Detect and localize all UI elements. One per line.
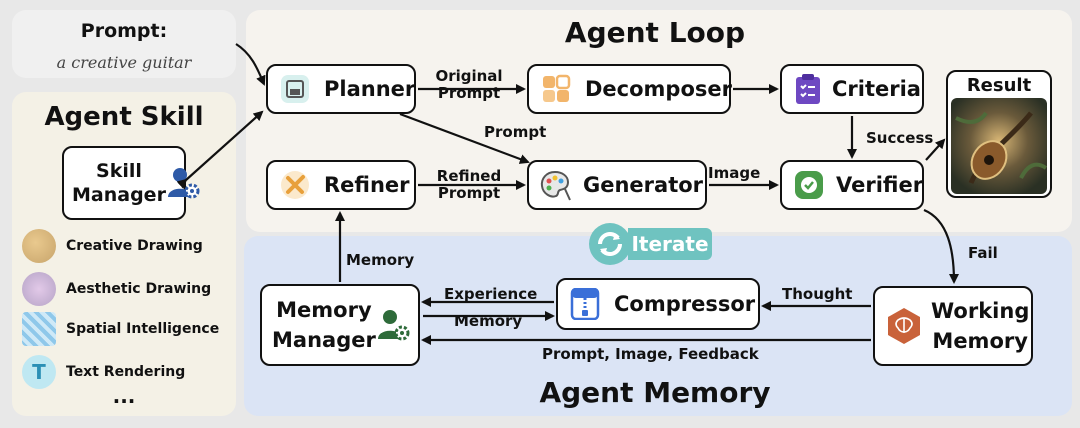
cube-thumb-icon: [22, 312, 56, 346]
skill-manager-label-2: Manager: [72, 184, 166, 206]
compressor-box[interactable]: Compressor: [556, 278, 760, 330]
iterate-badge: Iterate: [588, 222, 718, 266]
compressor-label: Compressor: [614, 292, 756, 316]
arrow-skill-planner: [176, 110, 264, 190]
criteria-box[interactable]: Criteria: [780, 64, 924, 114]
criteria-label: Criteria: [832, 77, 921, 101]
text-t-icon: T: [22, 355, 56, 389]
verifier-box[interactable]: Verifier: [780, 160, 924, 210]
refiner-box[interactable]: Refiner: [266, 160, 416, 210]
planner-label: Planner: [324, 77, 416, 101]
memory-manager-label-1: Memory: [276, 298, 372, 322]
edge-label-experience: Experience: [444, 285, 538, 303]
memory-manager-box[interactable]: Memory Manager: [260, 284, 420, 366]
skill-more: ...: [112, 384, 136, 408]
working-memory-box[interactable]: Working Memory: [873, 286, 1033, 366]
edge-label-fail: Fail: [968, 244, 998, 262]
check-icon: [795, 171, 823, 199]
brain-icon: [888, 308, 920, 344]
arrow-verifier-result: [925, 138, 946, 161]
generator-box[interactable]: Generator: [527, 160, 707, 210]
agent-loop-title: Agent Loop: [564, 16, 746, 49]
edge-label-image: Image: [708, 164, 761, 182]
edge-label-refined-prompt: Refined Prompt: [436, 167, 502, 202]
agent-memory-title: Agent Memory: [539, 376, 771, 409]
guitar-thumb-icon: [22, 229, 56, 263]
user-gear-icon: [377, 310, 410, 341]
cycle-icon: [589, 223, 631, 265]
decomposer-label: Decomposer: [585, 77, 732, 101]
result-box[interactable]: Result: [946, 70, 1052, 198]
working-memory-label-2: Memory: [932, 329, 1028, 353]
arrow-verifier-working: [923, 208, 959, 284]
generator-label: Generator: [583, 173, 704, 197]
planner-box[interactable]: Planner: [266, 64, 416, 114]
prompt-panel: [12, 10, 236, 78]
decomposer-box[interactable]: Decomposer: [527, 64, 732, 114]
result-label: Result: [966, 75, 1032, 96]
tools-icon: [281, 171, 309, 199]
memory-manager-label-2: Manager: [272, 328, 376, 352]
edge-label-prompt-image-feedback: Prompt, Image, Feedback: [542, 345, 759, 363]
working-memory-label-1: Working: [931, 299, 1030, 323]
skill-manager-label-1: Skill: [96, 160, 142, 182]
edge-label-thought: Thought: [782, 285, 853, 303]
prompt-text: a creative guitar: [56, 53, 192, 72]
arrow-prompt-to-planner: [235, 43, 266, 86]
prompt-label: Prompt:: [80, 20, 168, 42]
refiner-label: Refiner: [324, 173, 410, 197]
skill-item-text-rendering[interactable]: T Text Rendering: [22, 355, 185, 389]
brush-thumb-icon: [22, 272, 56, 306]
skill-item-creative-drawing[interactable]: Creative Drawing: [22, 229, 203, 263]
clipboard-icon: [796, 74, 820, 104]
verifier-label: Verifier: [836, 173, 924, 197]
edge-label-memory-up: Memory: [346, 251, 415, 269]
skill-item-aesthetic-drawing[interactable]: Aesthetic Drawing: [22, 272, 211, 306]
grid-icon: [543, 74, 571, 102]
edge-label-memory-in: Memory: [454, 312, 523, 330]
edge-label-original-prompt: Original Prompt: [435, 67, 503, 102]
edge-label-success: Success: [866, 129, 934, 147]
arrow-planner-generator: [399, 112, 530, 164]
zip-icon: [570, 288, 600, 320]
floppy-icon: [281, 75, 309, 103]
iterate-label: Iterate: [628, 228, 712, 260]
result-guitar-image: [951, 98, 1047, 194]
skill-item-spatial-intelligence[interactable]: Spatial Intelligence: [22, 312, 219, 346]
edge-label-prompt: Prompt: [484, 123, 547, 141]
palette-icon: [540, 170, 571, 201]
